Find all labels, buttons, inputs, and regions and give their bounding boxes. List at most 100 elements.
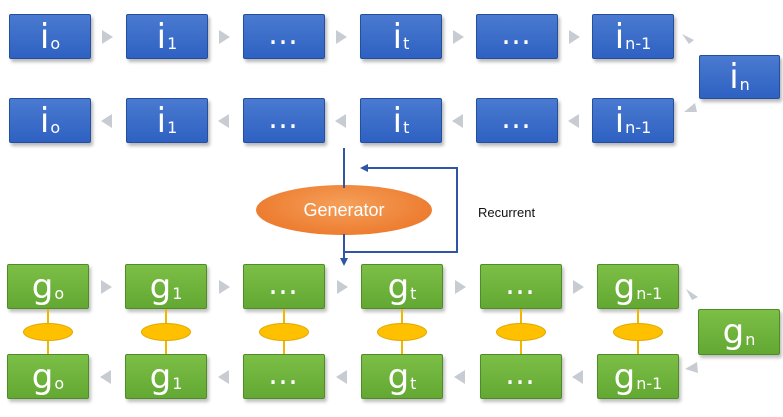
arrow-right-icon — [455, 280, 466, 294]
node-base: i — [39, 16, 50, 57]
node-base: i — [156, 16, 167, 57]
node-sub: n-1 — [625, 118, 652, 137]
node-sub: n — [739, 74, 750, 94]
arrow-right-icon — [101, 280, 112, 294]
arrow-right-icon — [219, 280, 230, 294]
node-sub: n-1 — [625, 34, 652, 53]
node-sub: n-1 — [636, 374, 663, 393]
arrow-left-icon — [335, 114, 346, 128]
input-bottom-2: … — [243, 98, 325, 143]
node-base: g — [149, 356, 172, 397]
recurrent-label: Recurrent — [478, 205, 536, 220]
node-sub: o — [50, 118, 61, 137]
node-base: i — [614, 100, 625, 141]
input-top-2: … — [243, 14, 325, 59]
arrow-right-icon — [102, 30, 113, 44]
node-base: … — [268, 100, 299, 136]
arrow-diagonal-icon — [682, 34, 694, 44]
gen-bottom-4: … — [480, 354, 562, 399]
arrow-right-icon — [337, 280, 348, 294]
generator-label: Generator — [303, 199, 385, 220]
link-ellipse — [377, 323, 427, 341]
node-base: i — [156, 100, 167, 141]
arrow-left-icon — [336, 370, 347, 384]
node-sub: t — [403, 118, 410, 137]
link-ellipse — [259, 323, 309, 341]
node-base: … — [505, 356, 536, 392]
node-sub: o — [54, 374, 65, 393]
arrow-left-icon — [101, 114, 112, 128]
node-base: g — [613, 266, 636, 307]
recurrent-loop-line — [344, 164, 458, 253]
gen-top-2: … — [243, 264, 325, 309]
node-sub: 1 — [167, 34, 178, 53]
arrow-left-icon — [218, 370, 229, 384]
arrow-right-icon — [573, 280, 584, 294]
input-top-4: … — [476, 14, 558, 59]
node-sub: n — [745, 329, 756, 349]
node-base: g — [31, 356, 54, 397]
node-base: i — [729, 57, 739, 97]
arrow-left-icon — [452, 114, 463, 128]
node-base: g — [722, 312, 745, 352]
arrow-diagonal-icon — [684, 103, 697, 112]
node-sub: t — [403, 34, 410, 53]
gen-bottom-2: … — [243, 354, 325, 399]
node-base: … — [268, 16, 299, 52]
node-sub: 1 — [172, 374, 183, 393]
arrow-diagonal-icon — [686, 289, 698, 300]
link-ellipse — [496, 323, 546, 341]
node-base: … — [501, 16, 532, 52]
node-sub: t — [410, 284, 417, 303]
node-base: g — [149, 266, 172, 307]
arrow-right-icon — [219, 30, 230, 44]
arrow-left-icon — [572, 370, 583, 384]
node-base: g — [387, 356, 410, 397]
arrow-left-icon — [568, 114, 579, 128]
node-base: i — [392, 16, 403, 57]
arrow-right-icon — [336, 30, 347, 44]
arrow-left-icon — [454, 370, 465, 384]
node-base: … — [268, 266, 299, 302]
arrow-left-icon — [100, 370, 111, 384]
input-bottom-4: … — [476, 98, 558, 143]
arrow-right-icon — [569, 30, 580, 44]
link-ellipse — [141, 323, 191, 341]
node-sub: 1 — [167, 118, 178, 137]
node-base: … — [505, 266, 536, 302]
arrow-right-icon — [453, 30, 464, 44]
node-sub: t — [410, 374, 417, 393]
node-base: i — [39, 100, 50, 141]
node-base: i — [392, 100, 403, 141]
node-base: … — [501, 100, 532, 136]
node-sub: o — [54, 284, 65, 303]
node-sub: 1 — [172, 284, 183, 303]
node-base: g — [387, 266, 410, 307]
link-ellipse — [23, 323, 73, 341]
node-sub: o — [50, 34, 61, 53]
node-base: g — [31, 266, 54, 307]
node-base: i — [614, 16, 625, 57]
node-base: … — [268, 356, 299, 392]
link-ellipse — [613, 323, 663, 341]
arrow-diagonal-icon — [685, 362, 698, 373]
arrow-left-icon — [218, 114, 229, 128]
